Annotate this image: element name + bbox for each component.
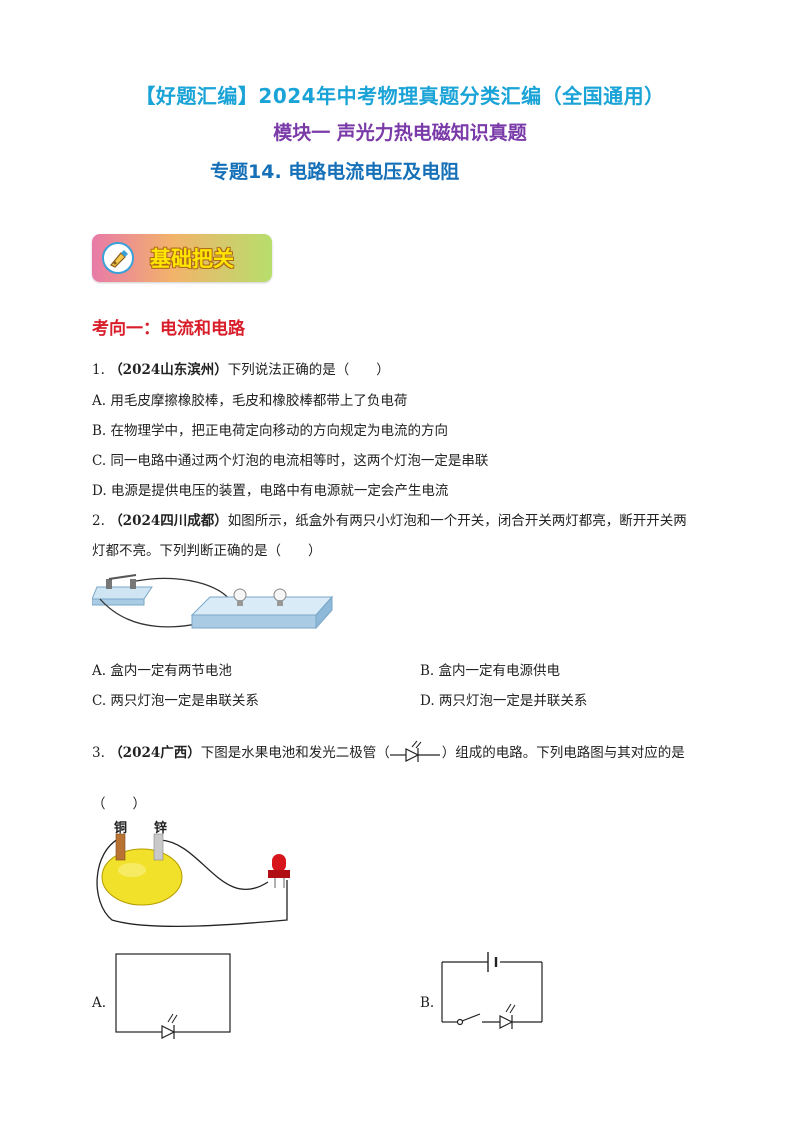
question-3-option-b-label: B. [420,995,435,1011]
question-3-stem: 3. （2024广西）下图是水果电池和发光二极管（ ）组成的电路。下列电路图与其… [92,739,685,765]
section-title: 考向一：电流和电路 [92,319,245,339]
led-symbol-icon [389,740,440,762]
copper-label: 铜 [114,821,128,836]
question-2-stem-continued: 灯都不亮。下列判断正确的是（ ） [92,543,322,559]
question-2-option-a: A. 盒内一定有两节电池 [92,663,232,679]
question-2-stem: 2. （2024四川成都）如图所示，纸盒外有两只小灯泡和一个开关，闭合开关两灯都… [92,513,687,529]
basic-level-badge: 基础把关 [92,234,272,282]
question-1-stem: 1. （2024山东滨州）下列说法正确的是（ ） [92,362,390,378]
question-1-option-d: D. 电源是提供电压的装置，电路中有电源就一定会产生电流 [92,483,449,499]
zinc-label: 锌 [154,821,168,836]
topic-title: 专题14. 电路电流电压及电阻 [210,161,460,183]
question-3-stem-continued: （ ） [92,796,146,812]
paper-box-circuit-figure [92,574,334,630]
question-2-option-b: B. 盒内一定有电源供电 [420,663,561,679]
module-title: 模块一 声光力热电磁知识真题 [273,122,527,144]
option-b-circuit-diagram [441,952,543,1029]
document-title: 【好题汇编】2024年中考物理真题分类汇编（全国通用） [135,84,665,108]
question-source: （2024四川成都） [109,513,228,529]
fruit-battery-figure [96,833,290,927]
question-source: （2024山东滨州） [109,362,228,378]
option-a-circuit-diagram [115,953,231,1040]
question-2-option-c: C. 两只灯泡一定是串联关系 [92,693,259,709]
badge-label: 基础把关 [150,247,234,271]
question-3-option-a-label: A. [92,995,107,1011]
question-1-option-c: C. 同一电路中通过两个灯泡的电流相等时，这两个灯泡一定是串联 [92,453,489,469]
question-2-option-d: D. 两只灯泡一定是并联关系 [420,693,588,709]
question-1-option-b: B. 在物理学中，把正电荷定向移动的方向规定为电流的方向 [92,423,449,439]
pen-nib-icon [102,242,134,274]
question-source: （2024广西） [109,745,201,761]
question-1-option-a: A. 用毛皮摩擦橡胶棒，毛皮和橡胶棒都带上了负电荷 [92,393,408,409]
